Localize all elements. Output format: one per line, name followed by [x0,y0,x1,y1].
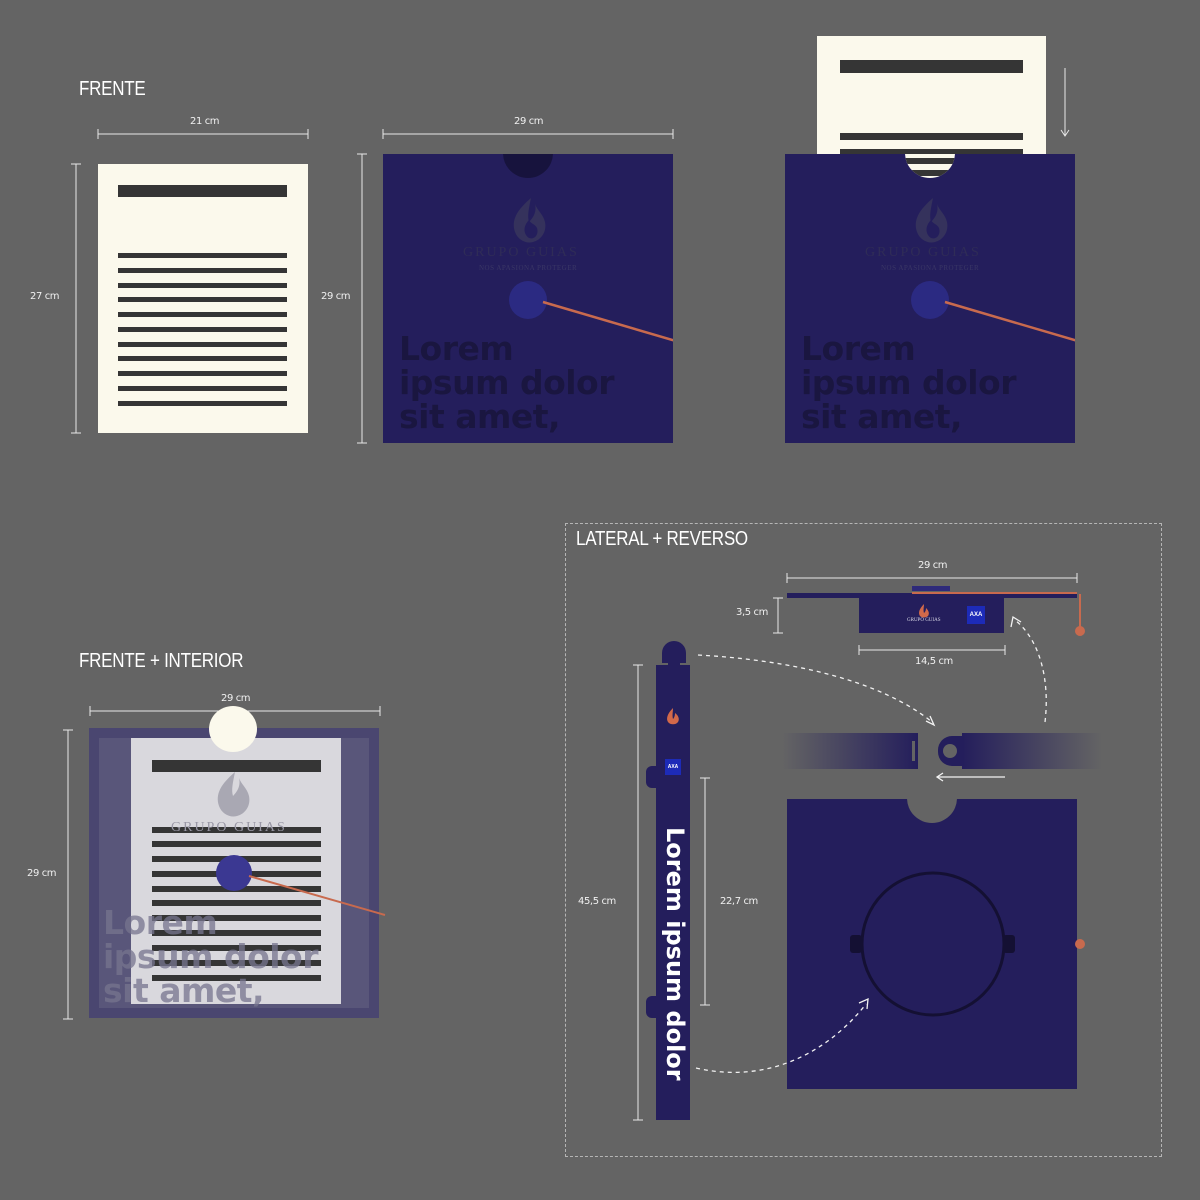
interior-width-label: 29 cm [221,693,251,704]
lateral-width-label: 29 cm [918,560,948,571]
strip-tab-lower [646,996,658,1018]
strip-top-knob [662,641,686,663]
elastic-cord [542,300,673,342]
lateral-reverso-frame [565,523,1162,1157]
strip-inner-label: 22,7 cm [720,896,758,907]
lateral-depth-label: 3,5 cm [736,607,768,618]
button-hole-2 [911,281,949,319]
brand-tagline: NOS APASIONA PROTEGER [479,264,578,272]
lateral-brand-name: GRUPO GUIAS [907,618,941,623]
brand-name-3: GRUPO GUIAS [171,820,287,835]
brand-tagline-2: NOS APASIONA PROTEGER [881,264,980,272]
lateral-cord [1075,594,1085,636]
lateral-cord-top [912,592,1077,594]
folder-width-label: 29 cm [514,116,544,127]
closure-bar-right [962,733,1102,769]
folder-notch-paper [905,154,955,178]
strip-tab-upper [646,766,658,788]
interior-headline: Lorem ipsum dolor sit amet, [103,903,319,1010]
section-title-frente: FRENTE [79,78,146,100]
paper-width-label: 21 cm [190,116,220,127]
lateral-inner-label: 14,5 cm [915,656,953,667]
elastic-cord-3 [248,875,386,916]
button-hole [509,281,547,319]
lateral-top-edge [787,593,1077,598]
folder-headline-2: Lorem ipsum dolor sit amet, [801,329,1017,436]
flame-logo-icon-3 [217,772,250,817]
lateral-spine: GRUPO GUIAS AXA [859,598,1004,633]
closure-hook [938,736,964,766]
section-title-lateral-reverso: LATERAL + REVERSO [576,528,748,550]
brand-name: GRUPO GUIAS [463,245,579,260]
strip-length-label: 45,5 cm [578,896,616,907]
strip-flame-icon [667,708,679,725]
strip-knob-neck [668,660,680,668]
paper-sheet [98,164,308,433]
paper-height-label: 27 cm [30,291,60,302]
interior-height-label: 29 cm [27,868,57,879]
folder-front-headline: Lorem ipsum dolor sit amet, [399,329,615,436]
elastic-cord-2 [944,300,1075,342]
folder-height-label: 29 cm [321,291,351,302]
flame-logo-icon-2 [915,198,948,243]
button-hole-3 [216,855,252,891]
folder-back [787,799,1077,1089]
folder-front-with-paper: GRUPO GUIAS NOS APASIONA PROTEGER Lorem … [785,154,1075,443]
paper-sliding [817,36,1046,166]
lateral-tab [912,586,950,591]
folder-interior: GRUPO GUIAS Lorem ipsum dolor sit amet, [89,706,386,1018]
flame-logo-small-icon [919,604,929,618]
section-title-frente-interior: FRENTE + INTERIOR [79,650,244,672]
flame-logo-icon [513,198,546,243]
back-ring-icon [850,871,1015,1017]
closure-strip: AXA Lorem ipsum dolor [656,665,690,1120]
back-cord-dot [1075,939,1085,949]
strip-axa-icon: AXA [665,759,681,775]
brand-name-2: GRUPO GUIAS [865,245,981,260]
interior-notch [209,706,257,752]
paper-title-bar [118,185,287,197]
folder-front: GRUPO GUIAS NOS APASIONA PROTEGER Lorem … [383,154,673,443]
closure-bar-left [782,733,918,769]
axa-logo-icon: AXA [967,606,985,624]
